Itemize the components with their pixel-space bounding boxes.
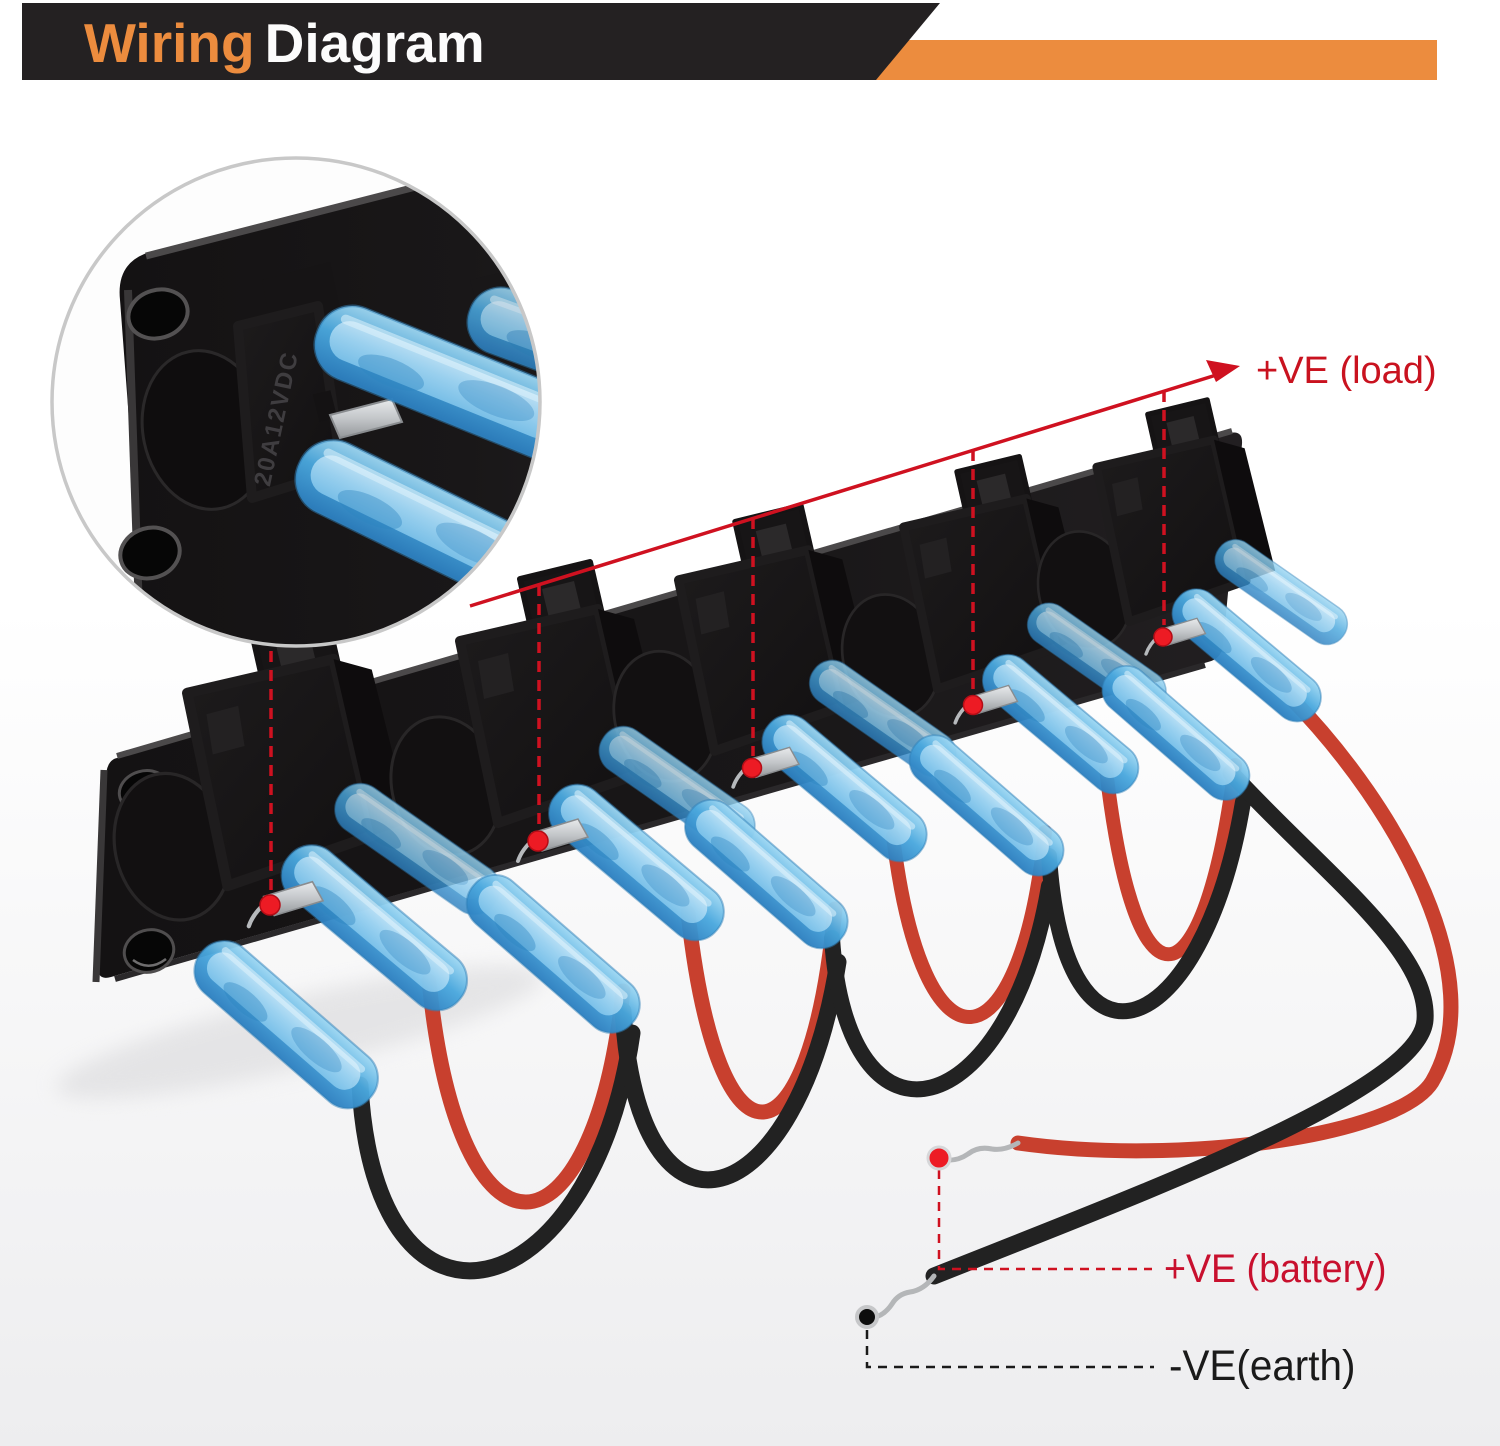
battery-terminal-dot: [926, 1145, 952, 1171]
mounting-hole: [122, 928, 176, 974]
red-wire: [680, 901, 843, 1120]
battery-callout-line: [937, 1170, 1152, 1271]
inset-mounting-hole: [126, 287, 190, 341]
title-rest: Diagram: [264, 12, 485, 74]
red-wire-strands: [943, 1140, 1021, 1163]
black-earth-lead: [925, 764, 1434, 1285]
heat-shrink-connector: [456, 864, 651, 1044]
load-label: +VE (load): [1256, 350, 1437, 392]
magnifier-inset: 20A12VDC: [50, 156, 542, 648]
black-wire: [1041, 794, 1251, 1020]
red-wire: [886, 825, 1052, 1024]
magnifier-circle-border: [50, 156, 542, 648]
earth-callout-line: [865, 1330, 1154, 1369]
load-annotation: [259, 360, 1240, 916]
black-wire: [824, 878, 1057, 1098]
earth-label: -VE(earth): [1169, 1342, 1356, 1390]
load-terminal-dots: [259, 627, 1173, 916]
battery-label: +VE (battery): [1164, 1247, 1387, 1291]
heat-shrink-connector: [900, 725, 1074, 885]
battery-earth-annotation: [855, 1145, 1154, 1369]
red-wire: [421, 973, 631, 1210]
earth-terminal-dot: [855, 1305, 879, 1329]
inset-mounting-hole: [118, 525, 182, 581]
black-wire-strands: [869, 1273, 937, 1321]
arrow-right-icon: [1206, 360, 1240, 382]
black-wire: [614, 953, 847, 1189]
red-wire: [1099, 758, 1242, 962]
title-highlight: Wiring: [84, 12, 255, 74]
jumper-wires: [351, 690, 1459, 1321]
black-wire: [351, 1024, 641, 1280]
red-battery-lead: [1010, 690, 1459, 1159]
inset-spade-terminal: [328, 397, 404, 440]
